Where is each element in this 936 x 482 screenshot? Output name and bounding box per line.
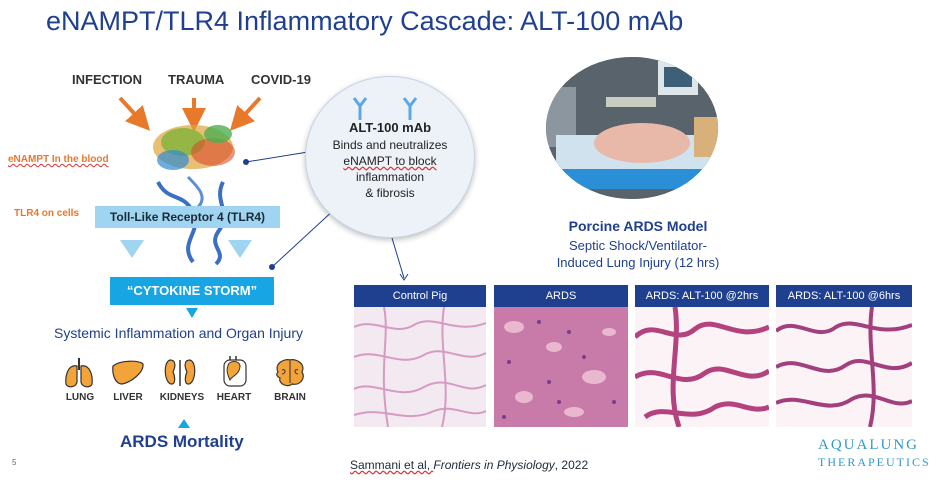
mortality-up-arrow — [178, 419, 190, 428]
cytokine-storm-box: “CYTOKINE STORM” — [110, 277, 274, 305]
organ-label-kidneys: KIDNEYS — [159, 392, 205, 403]
down-triangles — [120, 240, 252, 258]
histology-alt100-6hrs — [776, 307, 912, 427]
systemic-inflammation-text: Systemic Inflammation and Organ Injury — [54, 325, 303, 341]
tlr4-label: TLR4 on cells — [14, 208, 80, 219]
heart-icon — [223, 356, 247, 387]
antibody-circle — [305, 76, 475, 238]
brain-icon — [276, 359, 304, 387]
antibody-desc-line: eNAMPT to block — [343, 154, 437, 168]
liver-icon — [112, 360, 144, 385]
trigger-infection: INFECTION — [72, 72, 143, 87]
enampt-protein-structure — [153, 125, 235, 266]
antibody-desc-line: & fibrosis — [365, 186, 415, 200]
histology-alt100-2hrs — [635, 307, 769, 427]
enampt-label: eNAMPT In the blood — [8, 154, 109, 165]
panel-header-control: Control Pig — [354, 285, 486, 307]
trigger-arrows — [118, 96, 262, 132]
tlr4-bar: Toll-Like Receptor 4 (TLR4) — [95, 206, 280, 228]
organ-label-lung: LUNG — [65, 392, 95, 403]
storm-down-arrow — [186, 308, 198, 318]
organ-label-heart: HEART — [216, 392, 252, 403]
company-logo-line2: THERAPEUTICS — [818, 455, 931, 469]
porcine-model-title: Porcine ARDS Model — [568, 218, 708, 234]
porcine-model-subtitle: Septic Shock/Ventilator- Induced Lung In… — [526, 237, 750, 271]
antibody-desc-line: Binds and neutralizes — [332, 138, 448, 152]
page-number: 5 — [12, 458, 17, 467]
organ-label-brain: BRAIN — [274, 392, 306, 403]
subtitle-line: Septic Shock/Ventilator- — [568, 238, 708, 253]
ards-mortality: ARDS Mortality — [120, 432, 244, 451]
porcine-model-photo — [546, 57, 718, 199]
antibody-description: Binds and neutralizes eNAMPT to block in… — [305, 137, 475, 201]
panel-header-ards: ARDS — [494, 285, 628, 307]
panel-header-alt100-6hrs: ARDS: ALT-100 @6hrs — [776, 285, 912, 307]
trigger-covid: COVID-19 — [251, 72, 311, 87]
antibody-desc-line: inflammation — [355, 170, 425, 184]
histology-ards — [494, 307, 628, 427]
antibody-name: ALT-100 mAb — [348, 120, 432, 135]
histology-control — [354, 307, 486, 427]
company-logo-line1: AQUALUNG — [818, 437, 919, 453]
citation: Sammani et al, Frontiers in Physiology, … — [350, 458, 589, 472]
panel-header-alt100-2hrs: ARDS: ALT-100 @2hrs — [635, 285, 769, 307]
subtitle-line: Induced Lung Injury (12 hrs) — [556, 255, 720, 270]
trigger-trauma: TRAUMA — [168, 72, 225, 87]
antibody-icon — [352, 97, 418, 120]
lung-icon — [65, 358, 93, 388]
organ-label-liver: LIVER — [113, 392, 143, 403]
slide-title: eNAMPT/TLR4 Inflammatory Cascade: ALT-10… — [46, 6, 684, 36]
kidney-icon — [164, 359, 196, 386]
